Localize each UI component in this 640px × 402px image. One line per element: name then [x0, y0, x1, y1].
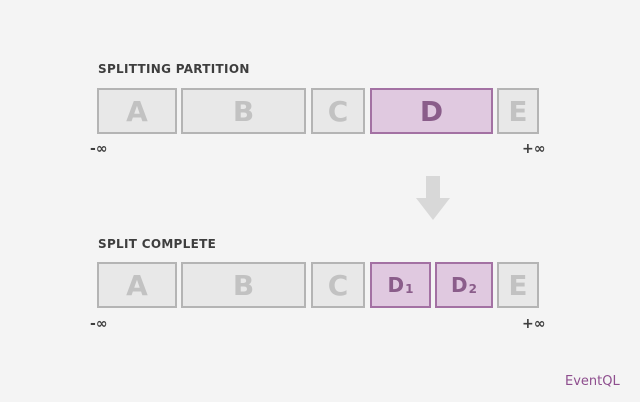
- partition-d1-subscript: 1: [405, 282, 414, 296]
- negative-infinity-top: -∞: [90, 141, 108, 157]
- partition-a-bottom: A: [97, 262, 177, 308]
- negative-infinity-bottom: -∞: [90, 316, 108, 332]
- partition-c-top: C: [311, 88, 365, 134]
- positive-infinity-bottom: +∞: [522, 316, 546, 332]
- partition-e-top: E: [497, 88, 539, 134]
- section-title-splitting: SPLITTING PARTITION: [98, 62, 250, 76]
- partition-d-top: D: [370, 88, 493, 134]
- partition-d2-label: D: [451, 273, 468, 297]
- partition-d1-label: D: [387, 273, 405, 297]
- partition-a-top: A: [97, 88, 177, 134]
- partition-b-top: B: [181, 88, 306, 134]
- brand-logo-text: EventQL: [565, 374, 620, 389]
- partition-e-bottom: E: [497, 262, 539, 308]
- positive-infinity-top: +∞: [522, 141, 546, 157]
- section-title-split-complete: SPLIT COMPLETE: [98, 237, 217, 251]
- partition-d2-subscript: 2: [468, 282, 477, 296]
- partition-c-bottom: C: [311, 262, 365, 308]
- partition-b-bottom: B: [181, 262, 306, 308]
- down-arrow-icon: [416, 176, 450, 220]
